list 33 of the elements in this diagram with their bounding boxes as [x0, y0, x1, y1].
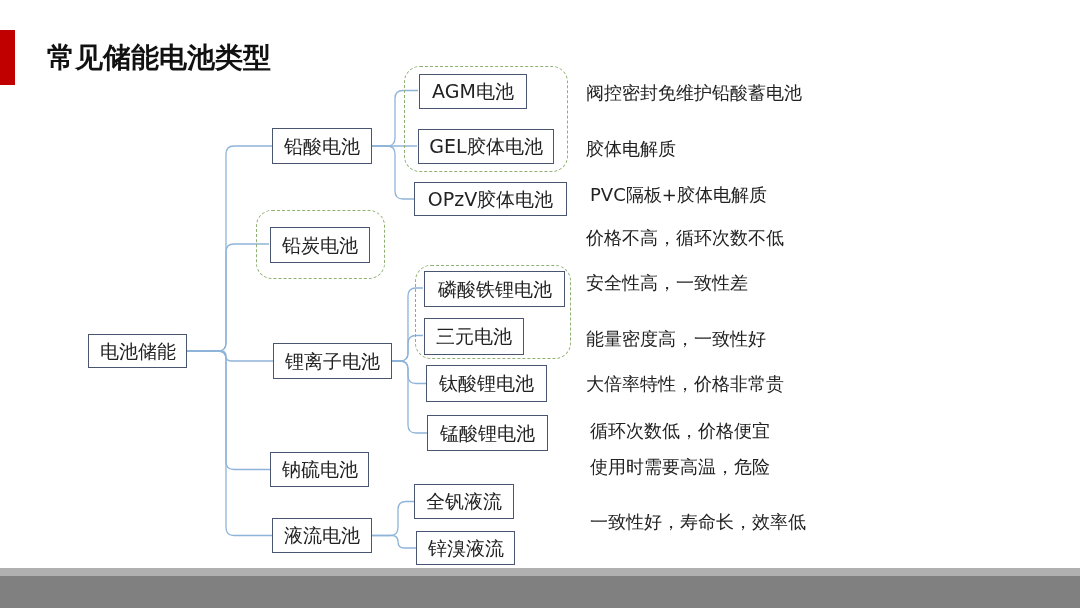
description-text: 能量密度高，一致性好 [586, 327, 766, 351]
bracket-connector [186, 350, 273, 537]
category-box: 磷酸铁锂电池 [424, 271, 565, 307]
category-box: 锌溴液流 [416, 531, 515, 565]
category-box: 全钒液流 [414, 484, 514, 519]
category-box: GEL胶体电池 [418, 129, 554, 164]
description-text: 大倍率特性，价格非常贵 [586, 372, 784, 396]
category-box: 钠硫电池 [270, 452, 369, 487]
description-text: 阀控密封免维护铅酸蓄电池 [586, 81, 802, 105]
description-text: 价格不高，循环次数不低 [586, 226, 784, 250]
category-box: 铅炭电池 [270, 227, 370, 263]
bracket-connector [371, 145, 415, 200]
category-box: AGM电池 [419, 74, 527, 109]
slide-title: 常见储能电池类型 [47, 40, 271, 76]
description-text: 胶体电解质 [586, 137, 676, 161]
category-box: 铅酸电池 [272, 128, 372, 164]
category-box: 三元电池 [424, 318, 524, 355]
category-box: 液流电池 [272, 518, 372, 553]
dashed-group-frame [404, 66, 568, 172]
category-box: 钛酸锂电池 [426, 365, 547, 402]
description-text: 一致性好，寿命长，效率低 [590, 510, 806, 534]
description-text: 安全性高，一致性差 [586, 271, 748, 295]
category-box: 锂离子电池 [273, 343, 392, 379]
bracket-connector [391, 360, 428, 434]
description-text: 循环次数低，价格便宜 [590, 419, 770, 443]
description-text: 使用时需要高温，危险 [590, 455, 770, 479]
dashed-group-frame [415, 265, 571, 359]
description-text: PVC隔板+胶体电解质 [590, 183, 767, 207]
category-box: 锰酸锂电池 [427, 415, 548, 451]
category-box: 电池储能 [88, 334, 187, 368]
dashed-group-frame [256, 210, 385, 279]
category-box: OPzV胶体电池 [414, 182, 567, 216]
bracket-connector [371, 534, 417, 549]
